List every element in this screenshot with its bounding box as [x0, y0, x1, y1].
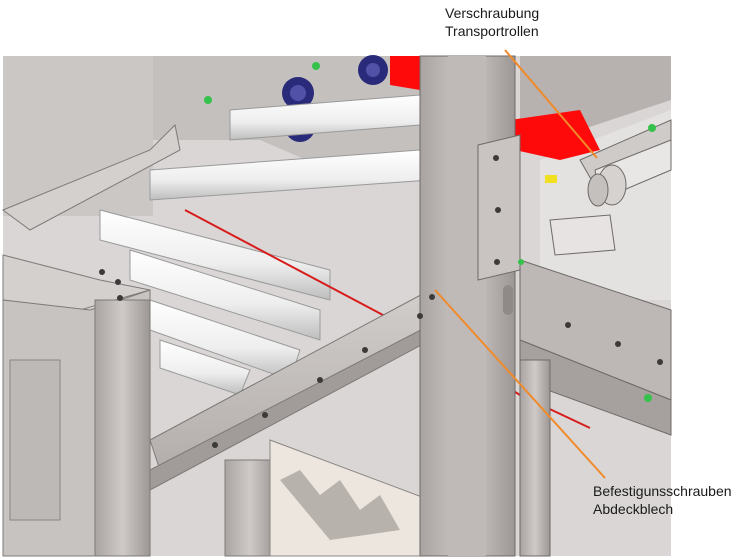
cross-beam	[149, 289, 441, 491]
roller-coupling	[545, 139, 672, 207]
callout-top-line2: Transportrollen	[445, 23, 539, 39]
callout-label-befestigungsschrauben: Befestigunsschrauben Abdeckblech	[593, 482, 732, 518]
transport-rollers	[99, 94, 431, 396]
left-frame	[1, 123, 181, 557]
callout-top-line1: Verschraubung	[445, 5, 540, 21]
callout-leaders	[434, 49, 606, 479]
lower-support	[224, 439, 431, 557]
callout-bottom-line2: Abdeckblech	[593, 501, 674, 517]
leader-line-top	[504, 49, 598, 159]
center-post	[419, 55, 521, 557]
beam-screws	[99, 155, 663, 448]
green-indicators	[204, 62, 656, 402]
leader-line-bottom	[434, 289, 606, 479]
callout-label-verschraubung: Verschraubung Transportrollen	[445, 4, 539, 40]
callout-bottom-line1: Befestigunsschrauben	[593, 483, 732, 499]
